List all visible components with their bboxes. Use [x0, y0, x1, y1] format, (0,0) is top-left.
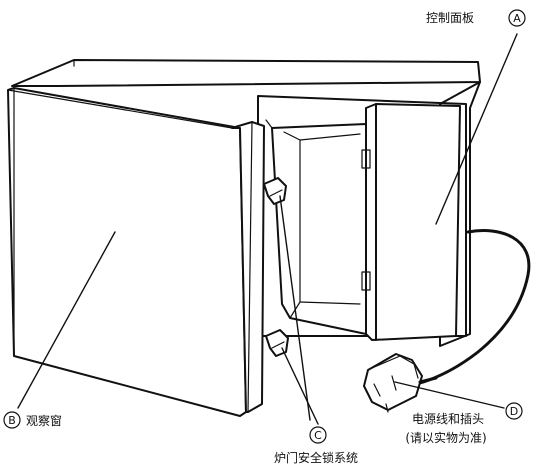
door-edge: [231, 121, 265, 413]
callout-letter-c: C: [314, 429, 322, 442]
callout-label-c: 炉门安全锁系统: [274, 450, 358, 465]
lower-latch-slot: [361, 271, 371, 291]
cavity-opening: [271, 123, 367, 335]
callout-label-d: 电源线和插头: [412, 412, 484, 426]
callout-marker-a: [508, 9, 526, 27]
plug-pin: [385, 403, 389, 413]
leader-line-a: [435, 33, 518, 225]
upper-latch-hook: [263, 177, 287, 205]
leader-line-b: [17, 231, 116, 409]
callout-note-d: (请以实物为准): [405, 430, 486, 445]
leader-line-c-lower: [281, 347, 319, 425]
plug-body: [363, 353, 423, 411]
oven-door: [7, 87, 265, 417]
body-top-face: [11, 59, 481, 87]
oven-cavity: [265, 119, 367, 335]
callout-marker-c: [309, 426, 327, 444]
callout-letter-a: A: [513, 12, 521, 25]
callout-letter-b: B: [8, 414, 16, 427]
callout-marker-d: [505, 402, 523, 420]
control-panel: [361, 103, 461, 341]
callout-label-a: 控制面板: [426, 11, 474, 25]
callout-letter-d: D: [510, 405, 518, 418]
power-plug: [363, 353, 438, 413]
leader-line-d: [394, 381, 505, 409]
door-front-face: [7, 87, 247, 417]
upper-latch-slot: [361, 149, 371, 169]
power-cord: [418, 229, 531, 385]
callout-marker-b: [3, 411, 21, 429]
body-right-side: [439, 81, 481, 347]
leader-line-c-upper: [279, 195, 311, 421]
callout-label-b: 观察窗: [26, 414, 62, 428]
control-panel-face: [365, 103, 461, 341]
